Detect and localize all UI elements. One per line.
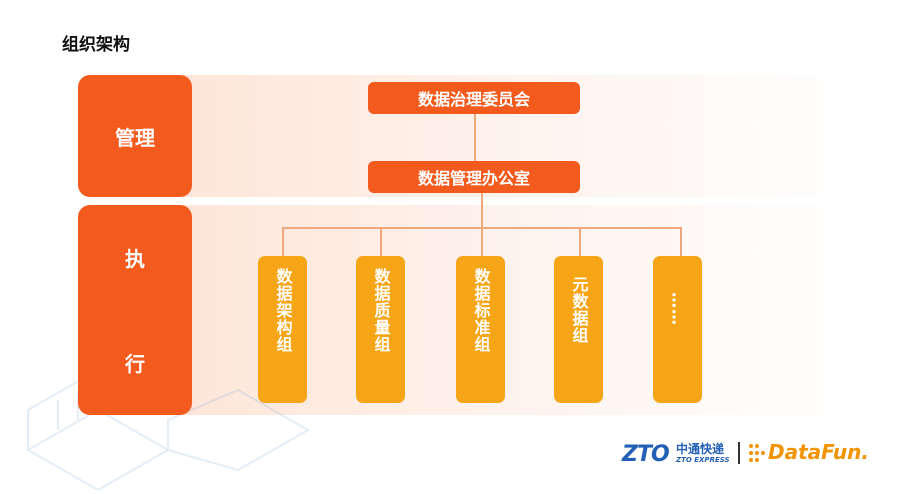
page-title: 组织架构 — [62, 35, 130, 55]
office-node: 数据管理办公室 — [368, 161, 580, 193]
connector-group-5 — [680, 227, 682, 256]
connector-group-2 — [380, 227, 382, 256]
connector-group-1 — [282, 227, 284, 256]
zto-logo-mark: ZTO — [622, 442, 670, 467]
connector-committee-office — [474, 114, 476, 161]
group-architecture: 数据架构组 — [258, 256, 307, 403]
group-quality: 数据质量组 — [356, 256, 405, 403]
connector-group-3 — [481, 227, 483, 256]
execution-label: 执 行 — [78, 205, 192, 415]
committee-node: 数据治理委员会 — [368, 82, 580, 114]
management-label: 管理 — [78, 75, 192, 197]
group-standard: 数据标准组 — [456, 256, 505, 403]
connector-group-4 — [579, 227, 581, 256]
logo-divider — [738, 442, 740, 464]
group-metadata: 元数据组 — [554, 256, 603, 403]
zto-logo-en: ZTO EXPRESS — [676, 456, 730, 464]
zto-logo-cn: 中通快递 — [676, 442, 725, 456]
connector-office-down — [481, 193, 483, 228]
datafun-dots-icon — [749, 444, 765, 462]
group-more: …… — [653, 256, 702, 403]
datafun-logo: DataFun. — [768, 440, 869, 464]
